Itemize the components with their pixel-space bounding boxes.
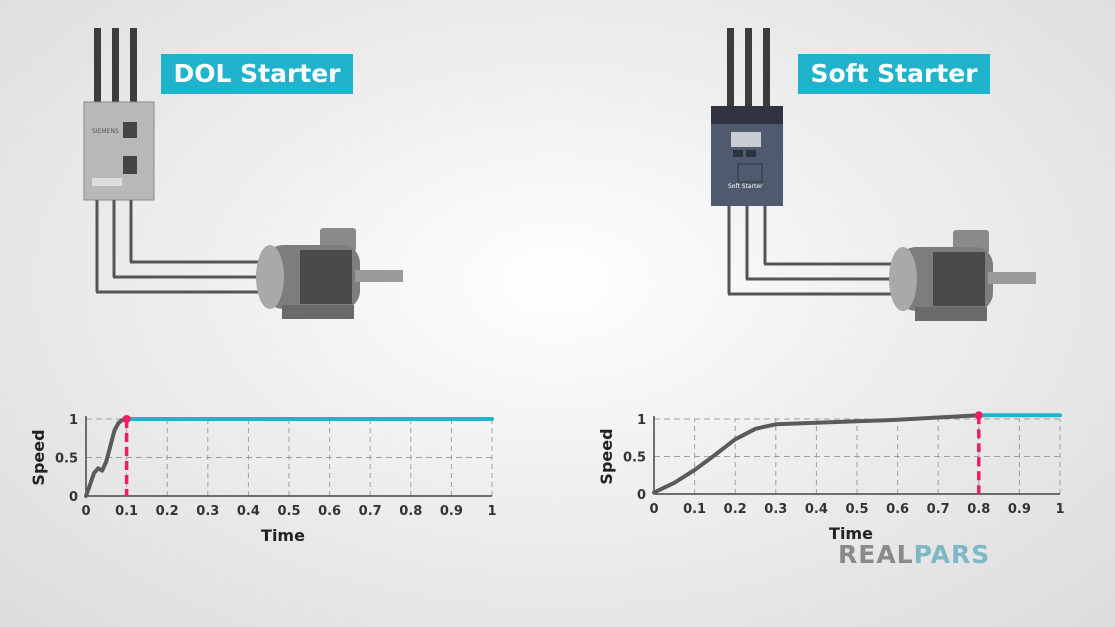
- y-tick-label: 0: [69, 490, 78, 505]
- dol-starter-label: DOL Starter: [161, 54, 353, 94]
- soft-device-text: Soft Starter: [728, 183, 763, 190]
- x-tick-label: 0.6: [318, 504, 341, 519]
- logo-part2: PARS: [913, 540, 991, 569]
- x-tick-label: 0.9: [1008, 502, 1031, 517]
- x-tick-label: 0.5: [845, 502, 868, 517]
- x-tick-label: 0.3: [196, 504, 219, 519]
- x-axis-label: Time: [829, 524, 873, 543]
- dol-motor-icon: [256, 228, 403, 319]
- x-axis-label: Time: [261, 526, 305, 545]
- x-tick-label: 0.4: [805, 502, 828, 517]
- acceleration-curve: [84, 417, 129, 498]
- y-axis-label: Speed: [597, 428, 616, 484]
- x-tick-label: 0.8: [399, 504, 422, 519]
- marker-point: [122, 415, 131, 423]
- x-tick-label: 0: [649, 502, 658, 517]
- soft-starter-device: Soft Starter: [711, 28, 895, 296]
- dol-brand-text: SIEMENS: [92, 128, 119, 135]
- x-tick-label: 0: [81, 504, 90, 519]
- x-tick-label: 0.7: [359, 504, 382, 519]
- x-tick-label: 1: [1055, 502, 1064, 517]
- acceleration-curve: [652, 413, 981, 495]
- soft-motor-icon: [889, 230, 1036, 321]
- y-tick-label: 0.5: [55, 452, 78, 467]
- x-tick-label: 0.1: [683, 502, 706, 517]
- y-tick-label: 0.5: [623, 451, 646, 466]
- marker-point: [974, 411, 983, 420]
- realpars-logo: REALPARS: [838, 540, 990, 569]
- logo-part1: REAL: [838, 540, 914, 569]
- x-tick-label: 0.6: [886, 502, 909, 517]
- y-tick-label: 0: [637, 488, 646, 503]
- y-tick-label: 1: [69, 413, 78, 428]
- y-tick-label: 1: [637, 413, 646, 428]
- x-tick-label: 0.1: [115, 504, 138, 519]
- x-tick-label: 0.9: [440, 504, 463, 519]
- x-tick-label: 0.5: [277, 504, 300, 519]
- x-tick-label: 1: [487, 504, 496, 519]
- x-tick-label: 0.4: [237, 504, 260, 519]
- x-tick-label: 0.2: [724, 502, 747, 517]
- y-axis-label: Speed: [29, 429, 48, 485]
- x-tick-label: 0.3: [764, 502, 787, 517]
- x-tick-label: 0.2: [156, 504, 179, 519]
- x-tick-label: 0.7: [927, 502, 950, 517]
- soft-starter-label: Soft Starter: [798, 54, 990, 94]
- x-tick-label: 0.8: [967, 502, 990, 517]
- dol-starter-device: SIEMENS: [83, 28, 262, 294]
